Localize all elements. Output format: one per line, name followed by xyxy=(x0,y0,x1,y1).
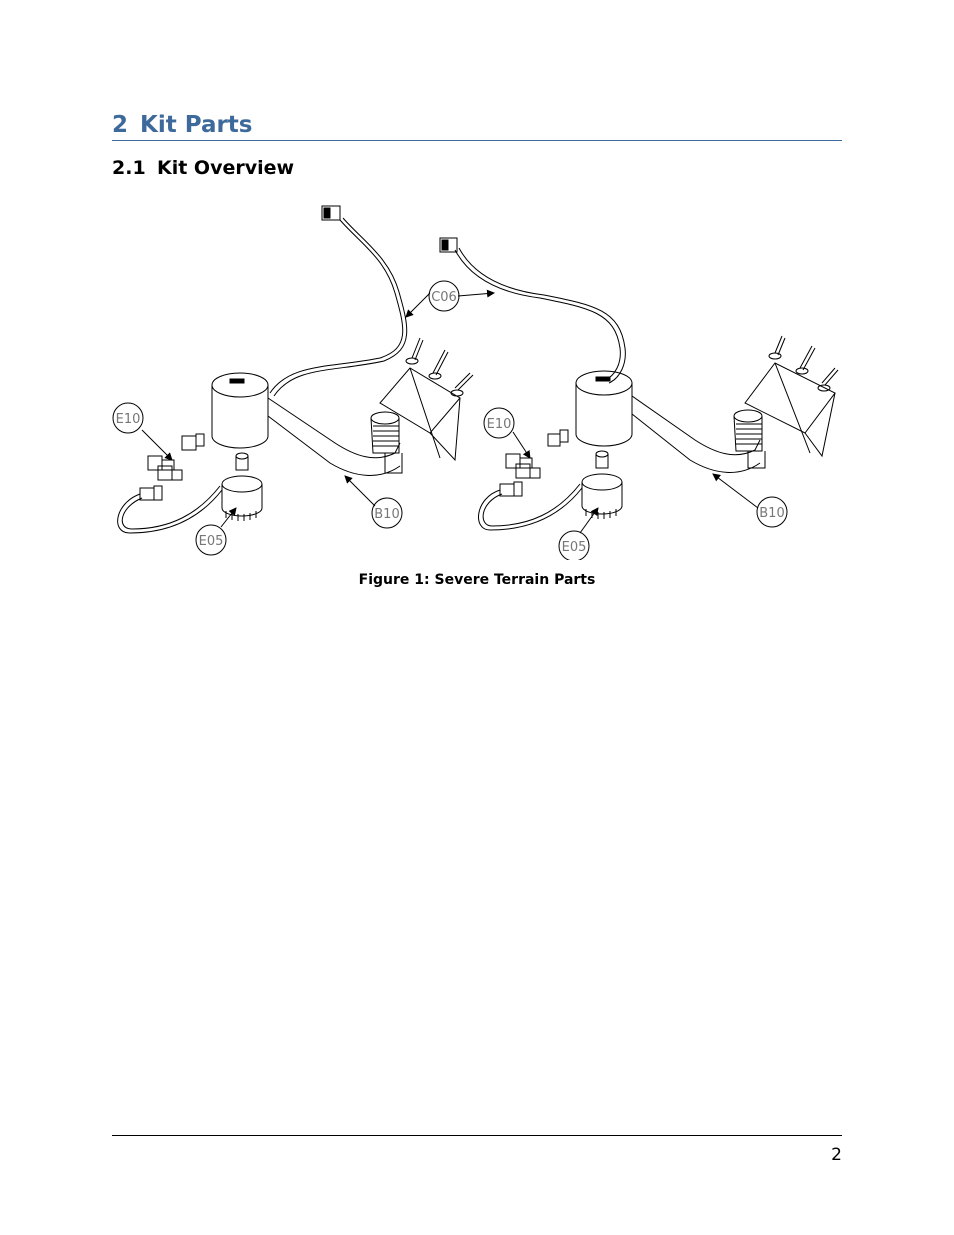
callout-label: B10 xyxy=(374,507,399,522)
callout-label: E05 xyxy=(562,540,587,555)
section-heading: 2 Kit Parts xyxy=(112,110,842,141)
callout-label: E05 xyxy=(199,534,224,549)
section-title: Kit Parts xyxy=(140,112,253,138)
parts-drawing: C06 E10 E05 B10 E10 E05 B10 xyxy=(112,205,839,560)
harness-connector xyxy=(321,205,341,221)
section-number: 2 xyxy=(112,112,129,138)
subsection-number: 2.1 xyxy=(112,157,146,179)
right-assembly xyxy=(439,237,839,531)
callout-label: E10 xyxy=(487,417,512,432)
harness-connector xyxy=(439,237,458,253)
footer-divider xyxy=(112,1135,842,1136)
callout-label: C06 xyxy=(431,290,457,305)
cylinder-top xyxy=(211,372,269,398)
callout-label: B10 xyxy=(759,506,784,521)
subsection-title: Kit Overview xyxy=(157,157,295,179)
figure-caption: Figure 1: Severe Terrain Parts xyxy=(358,572,596,588)
callout-label: E10 xyxy=(116,412,141,427)
page-number: 2 xyxy=(831,1145,842,1165)
left-assembly xyxy=(117,205,474,534)
